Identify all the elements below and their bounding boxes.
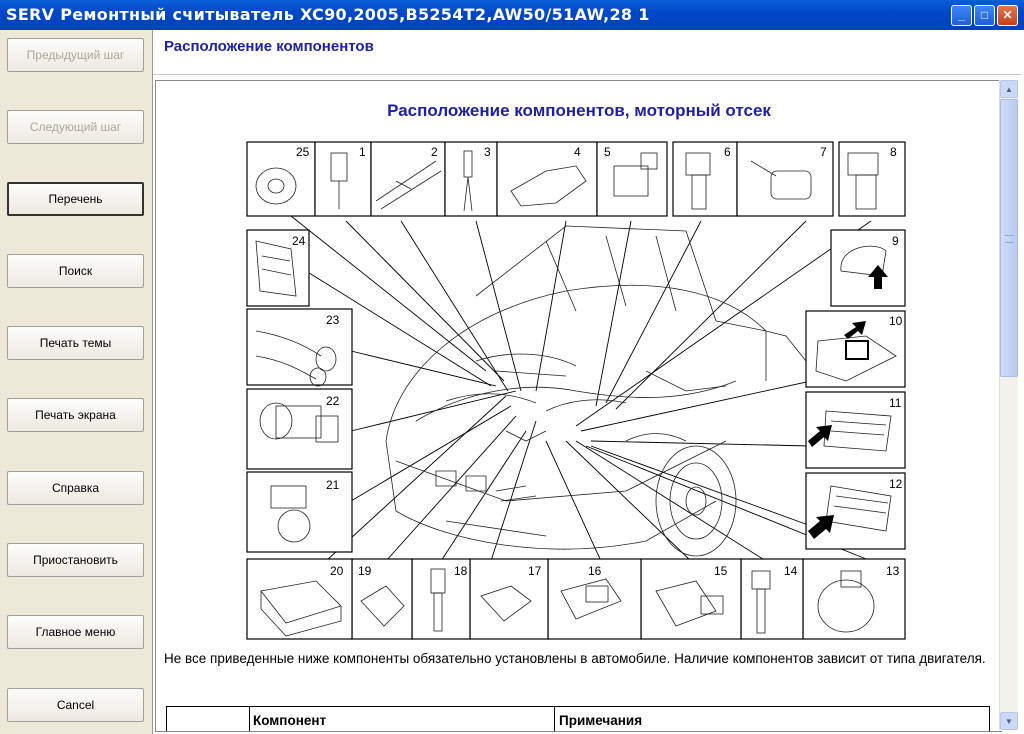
svg-text:22: 22 — [326, 394, 340, 408]
engine-bay-sketch — [385, 225, 807, 557]
svg-text:25: 25 — [296, 145, 310, 159]
svg-text:11: 11 — [889, 396, 902, 410]
callout-20: 20 — [246, 558, 353, 640]
callout-3: 3 — [444, 141, 498, 217]
svg-text:2: 2 — [431, 145, 438, 159]
callout-15: 15 — [640, 558, 742, 640]
svg-text:10: 10 — [889, 314, 903, 328]
component-location-diagram: 25 1 2 3 4 — [246, 141, 906, 640]
window-title: SERV Ремонтный считыватель XC90,2005,B52… — [6, 5, 650, 24]
close-button[interactable]: ✕ — [997, 5, 1018, 26]
minimize-icon: _ — [958, 8, 965, 22]
callout-21: 21 — [246, 471, 353, 553]
print-topic-button[interactable]: Печать темы — [7, 326, 144, 360]
svg-text:18: 18 — [454, 564, 468, 578]
scroll-thumb[interactable] — [1000, 99, 1018, 377]
callout-18: 18 — [411, 558, 471, 640]
callout-8: 8 — [838, 141, 906, 217]
svg-text:21: 21 — [326, 478, 340, 492]
svg-text:4: 4 — [574, 145, 581, 159]
callout-2: 2 — [370, 141, 446, 217]
help-button[interactable]: Справка — [7, 471, 144, 505]
document-viewer: Расположение компонентов, моторный отсек — [155, 80, 1002, 732]
cancel-button[interactable]: Cancel — [7, 688, 144, 722]
svg-text:9: 9 — [892, 234, 899, 248]
maximize-button[interactable]: □ — [974, 5, 995, 26]
scroll-up-button[interactable]: ▲ — [1000, 80, 1018, 98]
callout-17: 17 — [469, 558, 549, 640]
vertical-scrollbar[interactable]: ▲ ▼ — [999, 80, 1018, 730]
callout-22: 22 — [246, 388, 353, 470]
navigation-panel: Предыдущий шаг Следующий шаг Перечень По… — [0, 30, 152, 734]
callout-5: 5 — [596, 141, 668, 217]
callout-7: 7 — [736, 141, 834, 217]
content-panel: Расположение компонентов Расположение ко… — [152, 30, 1024, 734]
maximize-icon: □ — [980, 8, 989, 22]
callout-23: 23 — [246, 308, 353, 387]
components-table-header: Компонент Примечания — [166, 706, 990, 731]
svg-text:7: 7 — [820, 145, 827, 159]
arrow-down-icon: ▼ — [1005, 717, 1013, 726]
callout-6: 6 — [672, 141, 738, 217]
close-icon: ✕ — [1002, 8, 1013, 22]
svg-text:8: 8 — [890, 145, 897, 159]
svg-text:20: 20 — [330, 564, 344, 578]
callout-16: 16 — [547, 558, 642, 640]
svg-text:16: 16 — [588, 564, 602, 578]
table-header-notes: Примечания — [559, 713, 643, 728]
page-title: Расположение компонентов — [164, 38, 374, 55]
svg-text:5: 5 — [604, 145, 611, 159]
svg-text:23: 23 — [326, 313, 340, 327]
svg-text:6: 6 — [724, 145, 731, 159]
main-menu-button[interactable]: Главное меню — [7, 615, 144, 649]
callout-1: 1 — [314, 141, 372, 217]
callout-11: 11 — [805, 391, 906, 469]
minimize-button[interactable]: _ — [951, 5, 972, 26]
callout-4: 4 — [496, 141, 598, 217]
header-bar: Расположение компонентов — [153, 30, 1021, 75]
svg-text:24: 24 — [292, 234, 306, 248]
pause-button[interactable]: Приостановить — [7, 543, 144, 577]
svg-text:14: 14 — [784, 564, 798, 578]
callout-25: 25 — [246, 141, 316, 217]
callout-9: 9 — [830, 229, 906, 307]
next-step-button[interactable]: Следующий шаг — [7, 110, 144, 144]
callout-10: 10 — [805, 310, 906, 388]
svg-text:1: 1 — [359, 145, 366, 159]
document-title: Расположение компонентов, моторный отсек — [387, 101, 771, 120]
print-screen-button[interactable]: Печать экрана — [7, 398, 144, 432]
arrow-up-icon: ▲ — [1005, 85, 1013, 94]
callout-14: 14 — [740, 558, 804, 640]
leader-lines — [290, 215, 872, 562]
grip-icon — [1005, 235, 1014, 243]
svg-text:17: 17 — [528, 564, 542, 578]
callout-24: 24 — [246, 229, 310, 307]
table-header-index — [167, 707, 250, 731]
search-button[interactable]: Поиск — [7, 254, 144, 288]
title-bar: SERV Ремонтный считыватель XC90,2005,B52… — [0, 0, 1024, 30]
svg-text:3: 3 — [484, 145, 491, 159]
list-button[interactable]: Перечень — [7, 182, 144, 216]
components-note: Не все приведенные ниже компоненты обяза… — [164, 651, 986, 666]
svg-text:19: 19 — [358, 564, 372, 578]
scroll-down-button[interactable]: ▼ — [1000, 712, 1018, 730]
callout-13: 13 — [802, 558, 906, 640]
previous-step-button[interactable]: Предыдущий шаг — [7, 38, 144, 72]
table-header-component: Компонент — [250, 707, 555, 731]
svg-text:15: 15 — [714, 564, 728, 578]
svg-text:13: 13 — [886, 564, 900, 578]
svg-text:12: 12 — [889, 477, 903, 491]
callout-12: 12 — [805, 472, 906, 550]
callout-19: 19 — [351, 558, 413, 640]
